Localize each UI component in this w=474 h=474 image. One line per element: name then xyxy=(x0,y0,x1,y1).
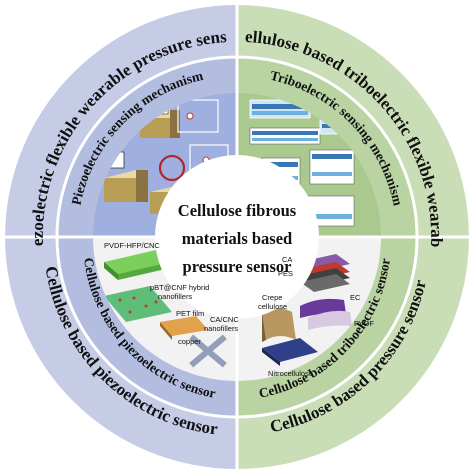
ca-cnc-cross xyxy=(189,334,227,368)
label-crepe-line2: cellulose xyxy=(258,302,287,311)
crepe-cellulose xyxy=(262,308,296,342)
label-pbt-cnf-line2: nanofillers xyxy=(158,292,192,301)
label-ca: CA xyxy=(282,255,292,264)
label-ca-cnc-line2: nanofillers xyxy=(204,324,238,333)
label-crepe-line1: Crepe xyxy=(262,293,282,302)
nitrocellulose-film xyxy=(262,338,318,366)
label-ec: EC xyxy=(350,293,361,302)
center-title-line3: pressure sensor xyxy=(183,257,292,276)
center-title-line2: materials based xyxy=(182,229,292,248)
label-copper: copper xyxy=(178,337,201,346)
center-title-line1: Cellulose fibrous xyxy=(178,201,297,220)
label-pvdf-hfp-cnc: PVDF-HFP/CNC xyxy=(104,241,160,250)
label-nitrocellulose: Nitrocellulose xyxy=(268,369,313,378)
label-pet-film: PET film xyxy=(176,309,204,318)
label-ca-cnc-line1: CA/CNC xyxy=(210,315,239,324)
label-pbt-cnf-line1: pBT@CNF hybrid xyxy=(150,283,209,292)
center-circle xyxy=(155,155,319,319)
label-pvdf: PVDF xyxy=(354,319,374,328)
pet-film-stack xyxy=(160,316,208,340)
piezo-circuit-1 xyxy=(177,99,219,133)
ec-pvdf-films xyxy=(300,298,352,330)
pvdf-film xyxy=(104,250,170,280)
piezo-cycle-ring xyxy=(158,154,186,182)
label-pes: PES xyxy=(278,269,293,278)
pbt-nanofiller-mat xyxy=(104,286,172,322)
